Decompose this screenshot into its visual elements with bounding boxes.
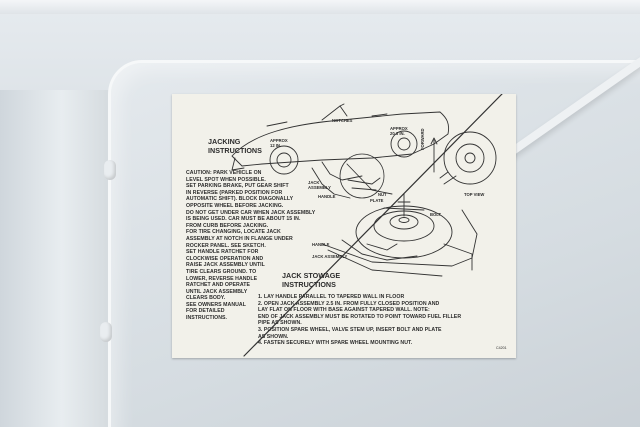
jacking-step-line: FOR TIRE CHANGING, LOCATE JACK (186, 229, 281, 236)
jacking-step-line: RATCHET AND OPERATE (186, 282, 250, 289)
rear-wheel (390, 130, 418, 158)
decal-illustration (231, 94, 503, 357)
stowage-step-line: 4. FASTEN SECURELY WITH SPARE WHEEL MOUN… (258, 340, 413, 347)
jacking-step-line: INSTRUCTIONS. (186, 315, 227, 322)
label-line: ASSEMBLY (308, 185, 331, 190)
label-jack-assembly-stowage: JACK ASSEMBLY (312, 254, 348, 259)
jacking-step-line: CAUTION: PARK VEHICLE ON (186, 170, 262, 176)
stowage-heading-line: JACK STOWAGE (282, 271, 341, 280)
part-number: C4201 (496, 346, 507, 350)
label-line: APPROX (270, 138, 288, 143)
label-line: APPROX (390, 126, 408, 131)
jacking-step-line: LOWER, REVERSE HANDLE (186, 275, 258, 282)
jacking-step-line: FROM CURB BEFORE JACKING. (186, 222, 269, 229)
label-line: 12 IN. (270, 143, 282, 148)
jacking-heading-line: INSTRUCTIONS (208, 145, 262, 155)
stowage-step-line: PIPE AS SHOWN. (258, 320, 302, 327)
jacking-heading: JACKING INSTRUCTIONS (208, 137, 262, 155)
jack-sketch (321, 161, 363, 181)
stowage-step-line: END OF JACK ASSEMBLY MUST BE ROTATED TO … (258, 313, 462, 320)
stowage-step-line: AS SHOWN. (258, 333, 289, 340)
stowage-step-line: 2. OPEN JACK ASSEMBLY 2.5 IN. FROM FULLY… (258, 300, 440, 307)
stowage-step-line: 1. LAY HANDLE PARALLEL TO TAPERED WALL I… (258, 294, 405, 300)
jacking-step-line: AUTOMATIC SHIFT). BLOCK DIAGONALLY (186, 196, 294, 203)
stowed-jack (341, 239, 418, 261)
label-notches: NOTCHES (332, 118, 353, 123)
jacking-step-line: LEVEL SPOT WHEN POSSIBLE. (186, 176, 266, 183)
label-top-view: TOP VIEW (464, 192, 485, 197)
trunk-side-rail (0, 90, 112, 427)
label-bolt: BOLT (430, 212, 442, 217)
jacking-heading-line: JACKING (208, 137, 241, 146)
front-wheel (269, 145, 299, 175)
jacking-step-line: CLOCKWISE OPERATION AND (186, 255, 264, 262)
car-body (231, 111, 450, 167)
jacking-steps: CAUTION: PARK VEHICLE ON LEVEL SPOT WHEN… (186, 170, 315, 322)
jacking-step-line: DO NOT GET UNDER CAR WHEN JACK ASSEMBLY (186, 209, 316, 216)
stowage-step-line: 3. POSITION SPARE WHEEL, VALVE STEM UP, … (258, 326, 442, 333)
stowage-steps: 1. LAY HANDLE PARALLEL TO TAPERED WALL I… (258, 294, 461, 347)
label-nut: NUT (378, 192, 387, 197)
divider-line (243, 94, 503, 357)
jacking-step-line: TIRE CLEARS GROUND. TO (186, 268, 257, 275)
label-plate: PLATE (370, 198, 384, 203)
stowage-step-line: LAY FLAT ON FLOOR WITH BASE AGAINST TAPE… (258, 307, 430, 314)
jacking-step-line: CLEARS BODY. (186, 295, 226, 302)
jacking-step-line: ASSEMBLY AT NOTCH IN FLANGE UNDER (186, 235, 293, 242)
jacking-step-line: OPPOSITE WHEEL BEFORE JACKING. (186, 202, 284, 209)
label-approx-rear: APPROX 20.3 IN. (390, 126, 408, 136)
jacking-step-line: IN REVERSE (PARKED POSITION FOR (186, 189, 283, 196)
body-bolt (104, 160, 116, 180)
jacking-step-line: FOR DETAILED (186, 308, 225, 315)
detail-callout (339, 153, 385, 199)
label-handle: HANDLE (318, 194, 336, 199)
label-approx-front: APPROX 12 IN. (270, 138, 288, 148)
jacking-instructions-decal: JACKING INSTRUCTIONS CAUTION: PARK VEHIC… (172, 94, 516, 358)
stowage-heading-line: INSTRUCTIONS (282, 279, 336, 289)
label-forward: FORWARD (420, 128, 425, 150)
jacking-step-line: SET PARKING BRAKE, PUT GEAR SHIFT (186, 183, 289, 190)
jacking-step-line: UNTIL JACK ASSEMBLY (186, 288, 248, 295)
stowage-heading: JACK STOWAGE INSTRUCTIONS (282, 271, 341, 289)
jacking-step-line: RAISE JACK ASSEMBLY UNTIL (186, 262, 265, 269)
top-view-wheel (443, 131, 497, 185)
trunk-lid-edge (0, 0, 640, 14)
jacking-step-line: ROCKER PANEL. SEE SKETCH. (186, 242, 266, 249)
label-line: JACK (308, 180, 320, 185)
jacking-step-line: SEE OWNERS MANUAL (186, 301, 246, 308)
body-bolt (100, 322, 112, 342)
label-handle-stowage: HANDLE (312, 242, 330, 247)
jacking-step-line: SET HANDLE RATCHET FOR (186, 249, 259, 256)
label-line: 20.3 IN. (390, 131, 405, 136)
label-jack-assembly: JACK ASSEMBLY (308, 180, 331, 190)
jacking-step-line: IS BEING USED. CAR MUST BE ABOUT 15 IN. (186, 216, 301, 223)
